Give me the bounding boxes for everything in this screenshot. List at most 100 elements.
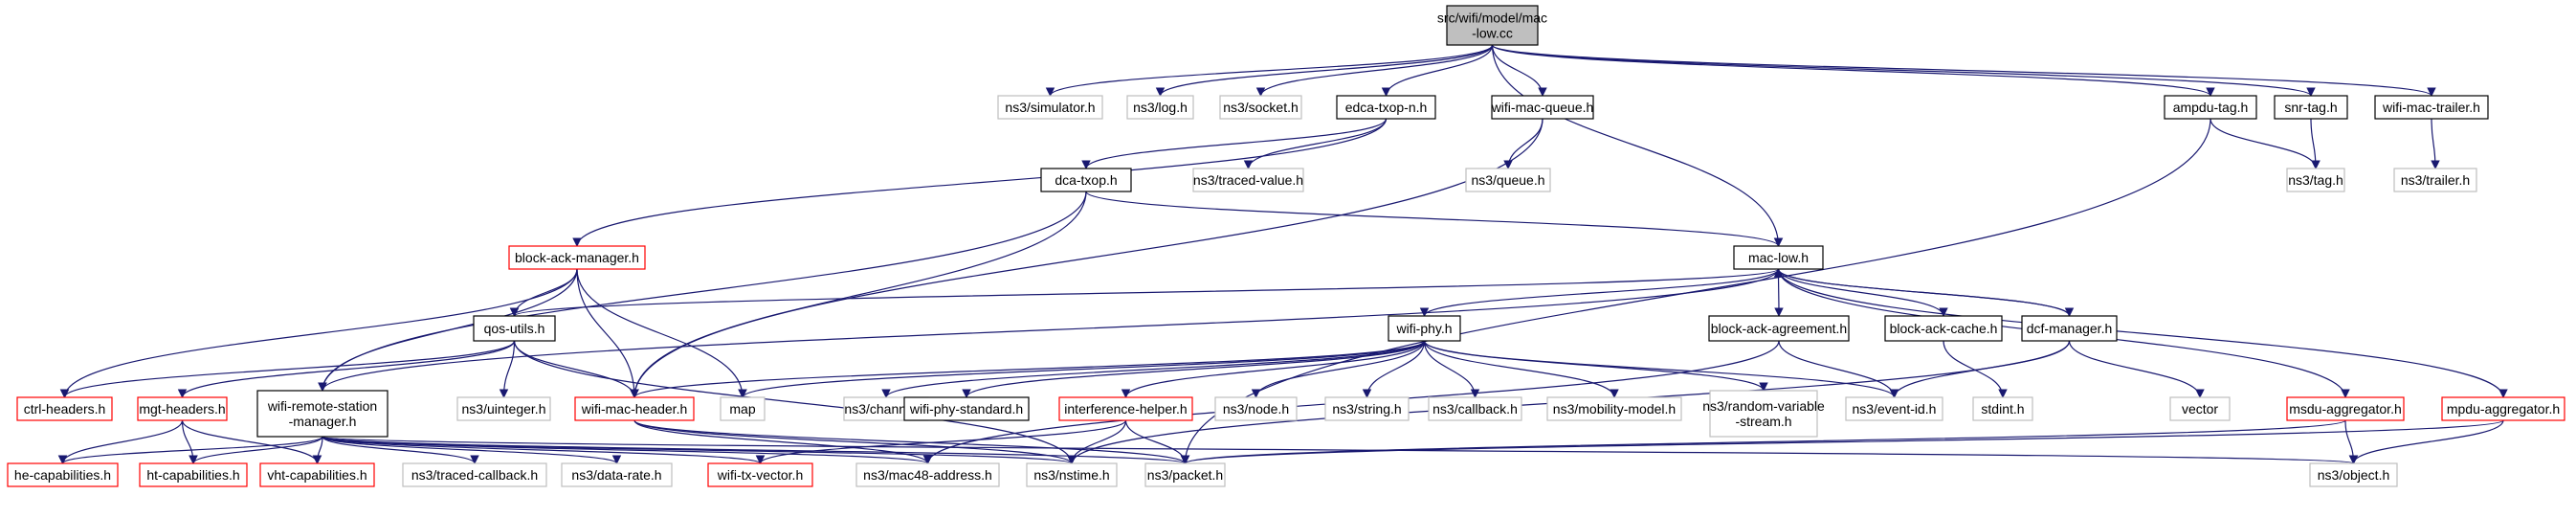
node-wps[interactable]: wifi-phy-standard.h [903,396,1030,421]
node-wmq[interactable]: wifi-mac-queue.h [1491,95,1594,120]
node-label: wifi-tx-vector.h [717,467,803,483]
node-label: ns3/traced-callback.h [411,467,538,483]
node-label: edca-txop-n.h [1345,100,1428,115]
node-wmh[interactable]: wifi-mac-header.h [574,396,695,421]
node-box [256,390,389,438]
node-box [997,95,1103,120]
node-map: map [720,396,766,421]
edge-wifiphy-to-wmh [630,340,1426,398]
node-box [16,396,113,421]
node-label: stdint.h [1981,401,2024,417]
edge-dca-to-maclow [1085,191,1784,247]
node-box [574,396,695,421]
node-label: ctrl-headers.h [24,401,106,417]
node-queue: ns3/queue.h [1465,168,1551,192]
node-label: wifi-mac-queue.h [1491,100,1594,115]
edge-wrsm-to-wtv [322,436,766,464]
edge-ih-to-packet [1124,419,1190,464]
node-mgt[interactable]: mgt-headers.h [137,396,228,421]
node-ampdutag[interactable]: ampdu-tag.h [2164,95,2257,120]
edge-qos-to-nstime [513,340,1077,464]
node-wmtrailer[interactable]: wifi-mac-trailer.h [2374,95,2489,120]
node-box [1324,396,1410,421]
node-box [7,462,119,487]
node-ht[interactable]: ht-capabilities.h [139,462,248,487]
edge-qos-to-ctrl [59,340,516,398]
node-box [2164,95,2257,120]
node-bam[interactable]: block-ack-manager.h [508,245,646,270]
node-stdint: stdint.h [1972,396,2033,421]
node-maclow[interactable]: mac-low.h [1733,245,1824,270]
edge-wifiphy-to-wps [962,340,1426,398]
node-label: ns3/mac48-address.h [863,467,992,483]
node-box [1884,315,2003,342]
node-root[interactable]: src/wifi/model/mac-low.cc [1437,5,1547,46]
edge-root-to-maclow [1491,44,1784,247]
node-box [402,462,547,487]
node-box [456,396,551,421]
node-label: mgt-headers.h [139,401,225,417]
node-label: dca-txop.h [1055,172,1117,188]
node-bac[interactable]: block-ack-cache.h [1884,315,2003,342]
node-box [2393,168,2477,192]
node-dca[interactable]: dca-txop.h [1040,168,1132,192]
node-label: block-ack-cache.h [1890,321,1998,336]
node-vht[interactable]: vht-capabilities.h [259,462,375,487]
node-label: ns3/data-rate.h [571,467,661,483]
edge-bac-to-stdint [1943,340,2008,398]
edge-wifiphy-to-channel [881,340,1426,398]
node-label: ns3/object.h [2318,467,2390,483]
node-msdu[interactable]: msdu-aggregator.h [2286,396,2405,421]
node-box [1709,390,1818,438]
node-packet: ns3/packet.h [1144,462,1226,487]
node-label: block-ack-agreement.h [1711,321,1847,336]
node-label: ns3/nstime.h [1033,467,1109,483]
node-baa[interactable]: block-ack-agreement.h [1708,315,1850,342]
edge-wmh-to-nstime [633,419,1077,464]
node-ctrl[interactable]: ctrl-headers.h [16,396,113,421]
node-box [2021,315,2118,342]
node-uinteger: ns3/uinteger.h [456,396,551,421]
node-box [508,245,646,270]
node-box [2169,396,2231,421]
node-wrsm[interactable]: wifi-remote-station-manager.h [256,390,389,438]
node-tag: ns3/tag.h [2286,168,2345,192]
node-label: wifi-phy-standard.h [909,401,1023,417]
edge-ampdutag-to-tag [2210,118,2321,169]
node-qos[interactable]: qos-utils.h [473,315,556,342]
edge-root-to-edca [1381,44,1494,97]
node-box [903,396,1030,421]
edge-wifiphy-to-string [1362,340,1426,398]
node-label: ht-capabilities.h [146,467,239,483]
dependency-edges [57,44,2508,464]
node-label: he-capabilities.h [14,467,111,483]
edge-root-to-ampdutag [1491,44,2215,97]
node-mpdu[interactable]: mpdu-aggregator.h [2441,396,2565,421]
node-box [259,462,375,487]
node-box [2374,95,2489,120]
node-label: -manager.h [289,414,357,429]
node-label: -low.cc [1472,26,1513,41]
node-object: ns3/object.h [2309,462,2398,487]
node-snrtag[interactable]: snr-tag.h [2274,95,2348,120]
edge-root-to-simulator [1045,44,1494,97]
edge-wrsm-to-datarate [322,436,622,464]
node-box [1040,168,1132,192]
node-dcf[interactable]: dcf-manager.h [2021,315,2118,342]
edge-edca-to-dca [1081,118,1388,169]
node-trailer: ns3/trailer.h [2393,168,2477,192]
edge-wrsm-to-tracedcb [322,436,479,464]
node-label: dcf-manager.h [2027,321,2113,336]
node-box [720,396,766,421]
node-ih[interactable]: interference-helper.h [1058,396,1193,421]
edge-bam-to-wmh [576,268,639,398]
edge-maclow-to-bac [1777,268,1948,317]
node-edca[interactable]: edca-txop-n.h [1336,95,1436,120]
node-wifiphy[interactable]: wifi-phy.h [1388,315,1461,342]
node-box [2286,168,2345,192]
node-label: -stream.h [1735,414,1791,429]
node-he[interactable]: he-capabilities.h [7,462,119,487]
node-box [2309,462,2398,487]
node-wtv[interactable]: wifi-tx-vector.h [707,462,813,487]
edge-snrtag-to-tag [2310,118,2321,169]
